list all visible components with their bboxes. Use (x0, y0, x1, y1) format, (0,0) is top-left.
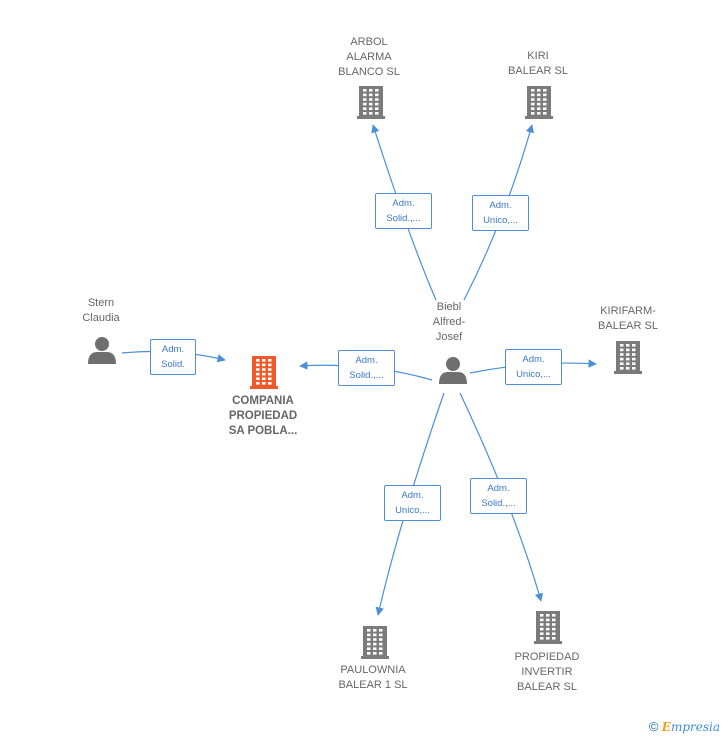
kirifarm-building-icon (614, 341, 642, 374)
node-label-kiri[interactable]: KIRI BALEAR SL (508, 50, 568, 77)
footer-brand: © Empresia (649, 719, 720, 734)
copyright-icon: © (648, 719, 659, 734)
node-label-biebl[interactable]: Biebl Alfred- Josef (432, 301, 466, 343)
edge-label-biebl-paulownia[interactable]: Adm. Unico,... (384, 485, 441, 521)
node-label-arbol[interactable]: ARBOL ALARMA BLANCO SL (338, 36, 400, 78)
compania-building-icon (250, 356, 278, 389)
node-label-propiedad[interactable]: PROPIEDAD INVERTIR BALEAR SL (514, 651, 580, 693)
node-label-compania[interactable]: COMPANIA PROPIEDAD SA POBLA... (228, 395, 298, 437)
paulownia-building-icon (361, 626, 389, 659)
node-label-kirifarm[interactable]: KIRIFARM- BALEAR SL (598, 305, 658, 332)
stern-person-icon (88, 337, 116, 364)
arbol-building-icon (357, 86, 385, 119)
edge-label-biebl-compania[interactable]: Adm. Solid.,... (338, 350, 395, 386)
edge-label-biebl-arbol[interactable]: Adm. Solid.,... (375, 193, 432, 229)
node-label-stern[interactable]: Stern Claudia (82, 297, 120, 324)
edge-label-stern-compania[interactable]: Adm. Solid. (150, 339, 196, 375)
propiedad-building-icon (534, 611, 562, 644)
edge-label-biebl-kiri[interactable]: Adm. Unico,... (472, 195, 529, 231)
kiri-building-icon (525, 86, 553, 119)
edge-label-biebl-propiedad[interactable]: Adm. Solid.,... (470, 478, 527, 514)
node-label-paulownia[interactable]: PAULOWNIA BALEAR 1 SL (338, 664, 408, 691)
biebl-person-icon (439, 357, 467, 384)
brand-logo[interactable]: Empresia (661, 720, 720, 734)
edge-label-biebl-kirifarm[interactable]: Adm. Unico,... (505, 349, 562, 385)
